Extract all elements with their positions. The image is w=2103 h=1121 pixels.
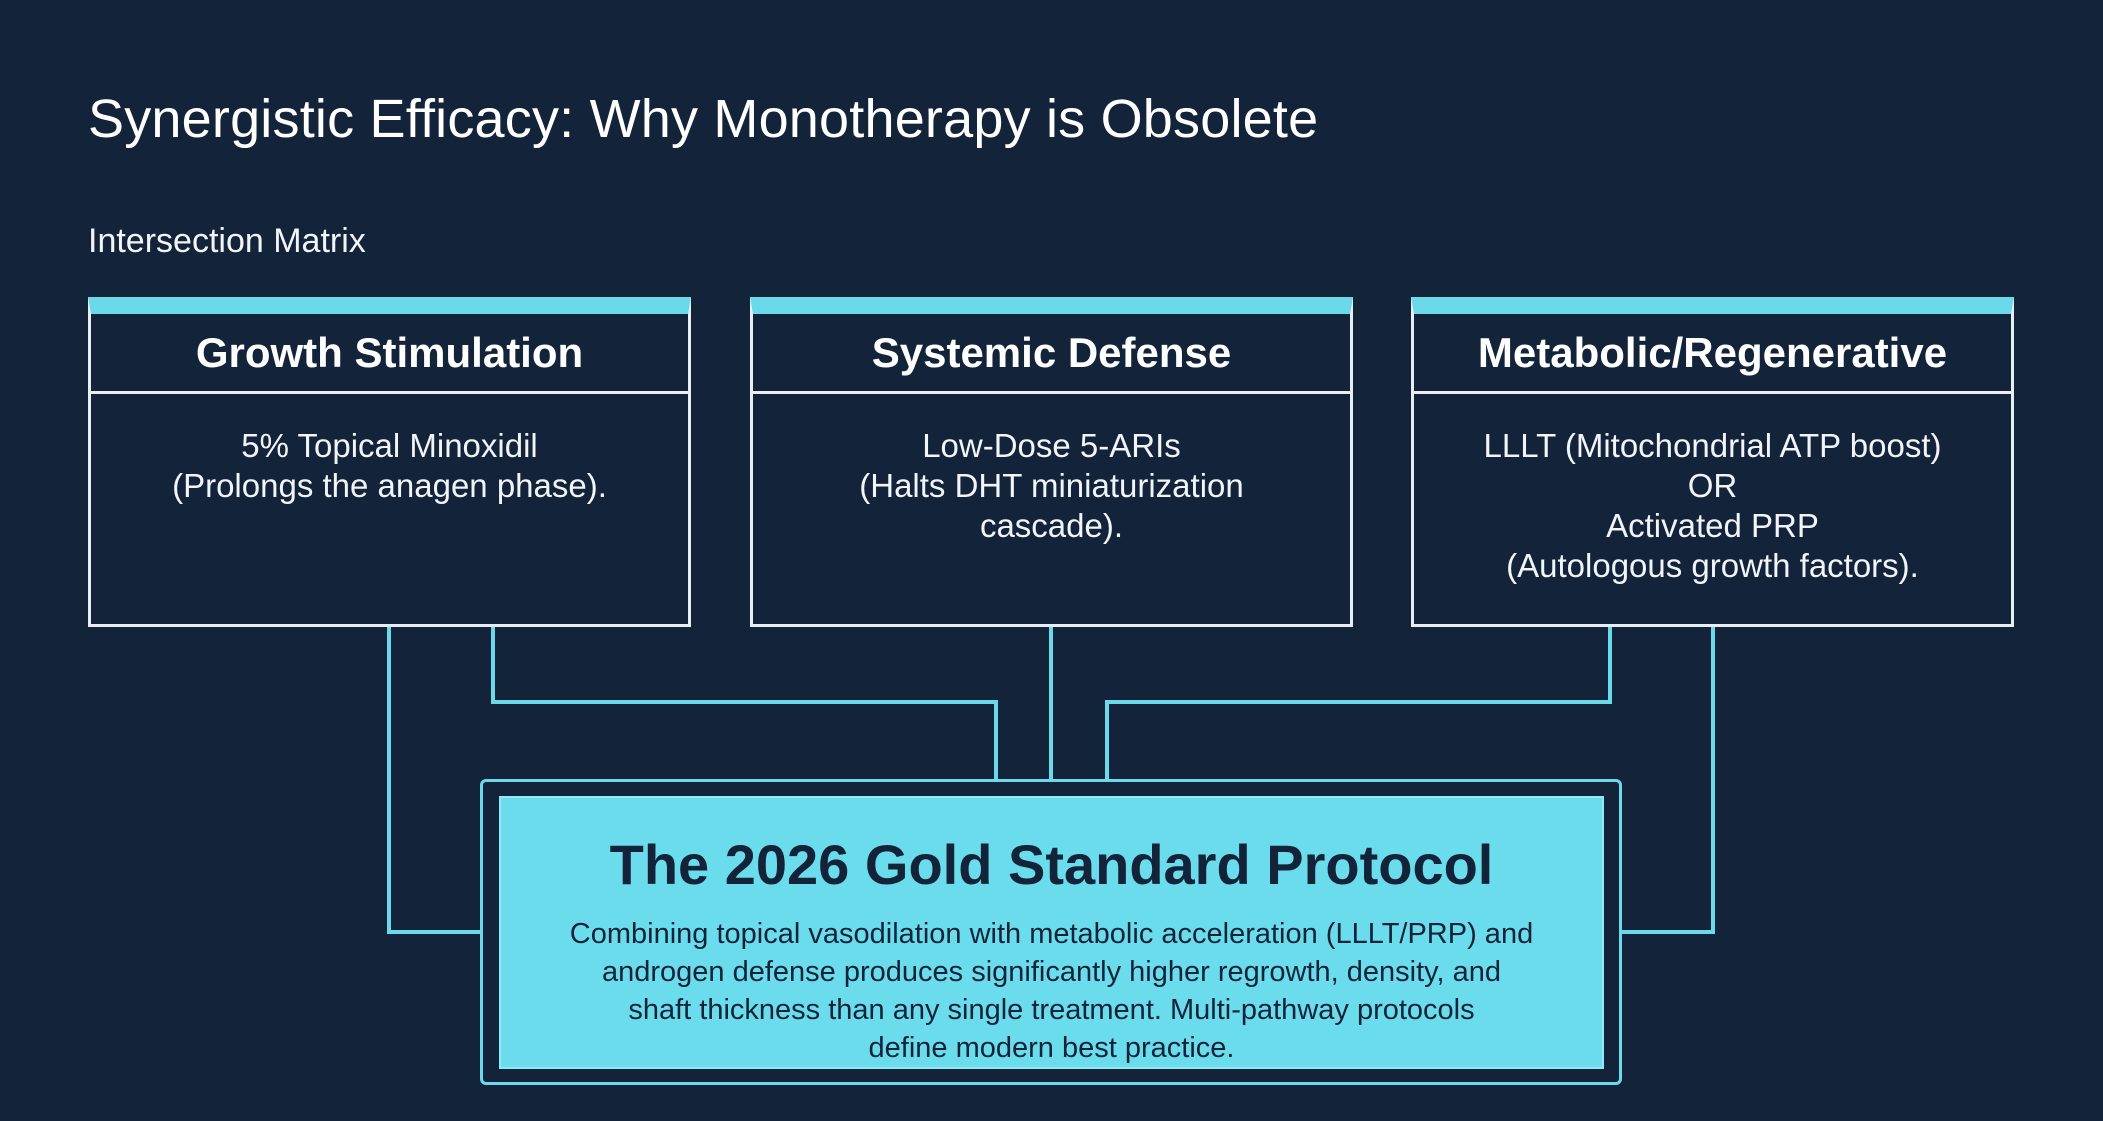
- card-header-growth-stimulation: Growth Stimulation: [91, 314, 688, 394]
- card-text-line: (Prolongs the anagen phase).: [172, 467, 607, 504]
- card-header-metabolic-regenerative: Metabolic/Regenerative: [1414, 314, 2011, 394]
- card-body-growth-stimulation: 5% Topical Minoxidil (Prolongs the anage…: [91, 394, 688, 506]
- card-text-line: Activated PRP: [1606, 507, 1819, 544]
- connector-metabolic-outer: [1622, 627, 1715, 934]
- card-text-line: cascade).: [979, 507, 1124, 544]
- card-body-metabolic-regenerative: LLLT (Mitochondrial ATP boost) OR Activa…: [1414, 394, 2011, 586]
- protocol-text-line: shaft thickness than any single treatmen…: [628, 994, 1475, 1026]
- card-text-line: Low-Dose 5-ARIs: [922, 427, 1181, 464]
- page-title: Synergistic Efficacy: Why Monotherapy is…: [88, 89, 1319, 149]
- card-growth-stimulation: Growth Stimulation 5% Topical Minoxidil …: [88, 297, 691, 627]
- page-subtitle: Intersection Matrix: [88, 222, 366, 260]
- protocol-box: The 2026 Gold Standard Protocol Combinin…: [499, 796, 1604, 1069]
- card-text-line: LLLT (Mitochondrial ATP boost): [1483, 427, 1942, 464]
- card-systemic-defense: Systemic Defense Low-Dose 5-ARIs (Halts …: [750, 297, 1353, 627]
- card-text-line: (Halts DHT miniaturization: [859, 467, 1244, 504]
- card-text-line: 5% Topical Minoxidil: [241, 427, 538, 464]
- connector-growth-inner: [491, 627, 998, 779]
- connector-metabolic-inner: [1105, 627, 1612, 779]
- protocol-text-line: Combining topical vasodilation with meta…: [569, 918, 1534, 950]
- card-metabolic-regenerative: Metabolic/Regenerative LLLT (Mitochondri…: [1411, 297, 2014, 627]
- card-text-line: (Autologous growth factors).: [1506, 547, 1919, 584]
- connector-growth-outer: [387, 627, 480, 934]
- protocol-title: The 2026 Gold Standard Protocol: [609, 833, 1494, 896]
- card-text-line: OR: [1687, 467, 1738, 504]
- protocol-text-line: define modern best practice.: [868, 1032, 1235, 1064]
- protocol-text-line: androgen defense produces significantly …: [601, 956, 1502, 988]
- protocol-description: Combining topical vasodilation with meta…: [501, 915, 1602, 1067]
- card-body-systemic-defense: Low-Dose 5-ARIs (Halts DHT miniaturizati…: [753, 394, 1350, 546]
- card-header-systemic-defense: Systemic Defense: [753, 314, 1350, 394]
